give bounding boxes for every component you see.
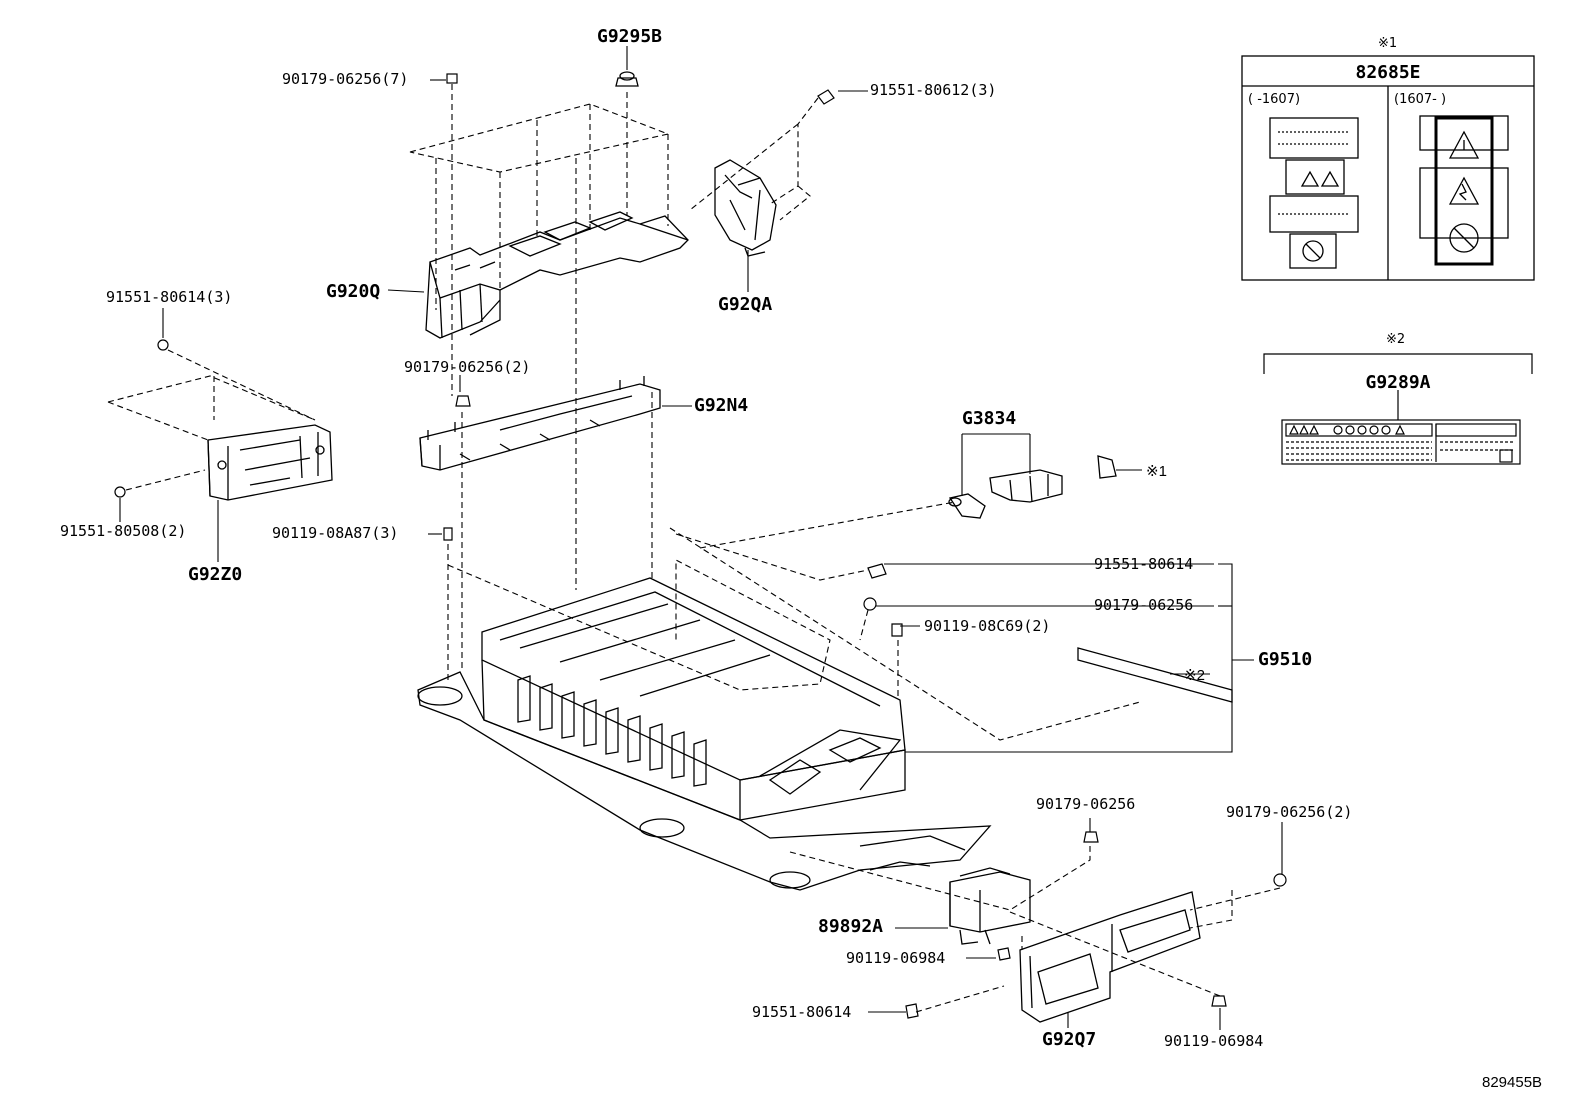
label-91551-80508-2[interactable]: 91551-80508(2) xyxy=(60,522,187,540)
label-ref2-strip xyxy=(1077,647,1233,703)
leader-lines xyxy=(119,46,1283,1030)
battery-assembly-g9510-part xyxy=(417,577,992,891)
label-91551-80614-lower[interactable]: 91551-80614 xyxy=(752,1003,852,1021)
label-g92q7[interactable]: G92Q7 xyxy=(1042,1029,1097,1050)
bracket-g92n4-part xyxy=(419,376,661,471)
label-90179-06256-2-lower[interactable]: 90179-06256(2) xyxy=(1226,803,1353,821)
label-91551-80612-3[interactable]: 91551-80612(3) xyxy=(870,81,997,99)
label-90179-06256-lower[interactable]: 90179-06256 xyxy=(1036,795,1136,813)
inset-g9289a-box xyxy=(1263,353,1533,465)
inset2-part-number[interactable]: G9289A xyxy=(1365,372,1431,393)
label-g920q[interactable]: G920Q xyxy=(326,281,381,302)
phantom-lines xyxy=(107,84,1281,1013)
label-91551-80614-3[interactable]: 91551-80614(3) xyxy=(106,288,233,306)
label-90179-06256[interactable]: 90179-06256 xyxy=(1094,596,1194,614)
ecu-89892a-part xyxy=(949,867,1031,945)
label-90119-06984-b[interactable]: 90119-06984 xyxy=(1164,1032,1264,1050)
inset1-part-number[interactable]: 82685E xyxy=(1355,62,1421,83)
label-g9510[interactable]: G9510 xyxy=(1258,649,1313,670)
label-note-ref2: ※2 xyxy=(1184,667,1205,684)
label-g92z0[interactable]: G92Z0 xyxy=(188,564,243,585)
label-91551-80614[interactable]: 91551-80614 xyxy=(1094,555,1194,573)
label-90179-06256-7[interactable]: 90179-06256(7) xyxy=(282,70,409,88)
label-g3834[interactable]: G3834 xyxy=(962,408,1017,429)
cover-g920q-part xyxy=(425,211,689,339)
label-note-ref1: ※1 xyxy=(1146,463,1167,480)
service-plug-g3834-part xyxy=(948,469,1063,519)
inset1-right-range: (1607- ) xyxy=(1394,92,1447,107)
label-90119-08c69-2[interactable]: 90119-08C69(2) xyxy=(924,617,1051,635)
inset1-note: ※1 xyxy=(1378,36,1398,51)
label-g92n4[interactable]: G92N4 xyxy=(694,395,749,416)
bracket-g92qa-part xyxy=(714,159,777,257)
diagram-reference-code: 829455B xyxy=(1482,1074,1543,1091)
label-g9295b[interactable]: G9295B xyxy=(597,26,663,47)
fastener-icons xyxy=(114,73,1287,1019)
clip-g9295b-part xyxy=(615,71,639,87)
label-90119-08a87-3[interactable]: 90119-08A87(3) xyxy=(272,524,399,542)
bracket-g92z0-part xyxy=(207,424,333,501)
label-90119-06984-a[interactable]: 90119-06984 xyxy=(846,949,946,967)
label-89892a[interactable]: 89892A xyxy=(818,916,884,937)
label-g92qa[interactable]: G92QA xyxy=(718,294,773,315)
inset-82685e-box xyxy=(1241,55,1535,281)
label-90179-06256-2-top[interactable]: 90179-06256(2) xyxy=(404,358,531,376)
inset1-left-range: ( -1607) xyxy=(1248,92,1301,107)
cover-g92q7-part xyxy=(1019,891,1201,1023)
inset2-note: ※2 xyxy=(1386,332,1406,347)
label-ref1-shape xyxy=(1097,455,1117,479)
